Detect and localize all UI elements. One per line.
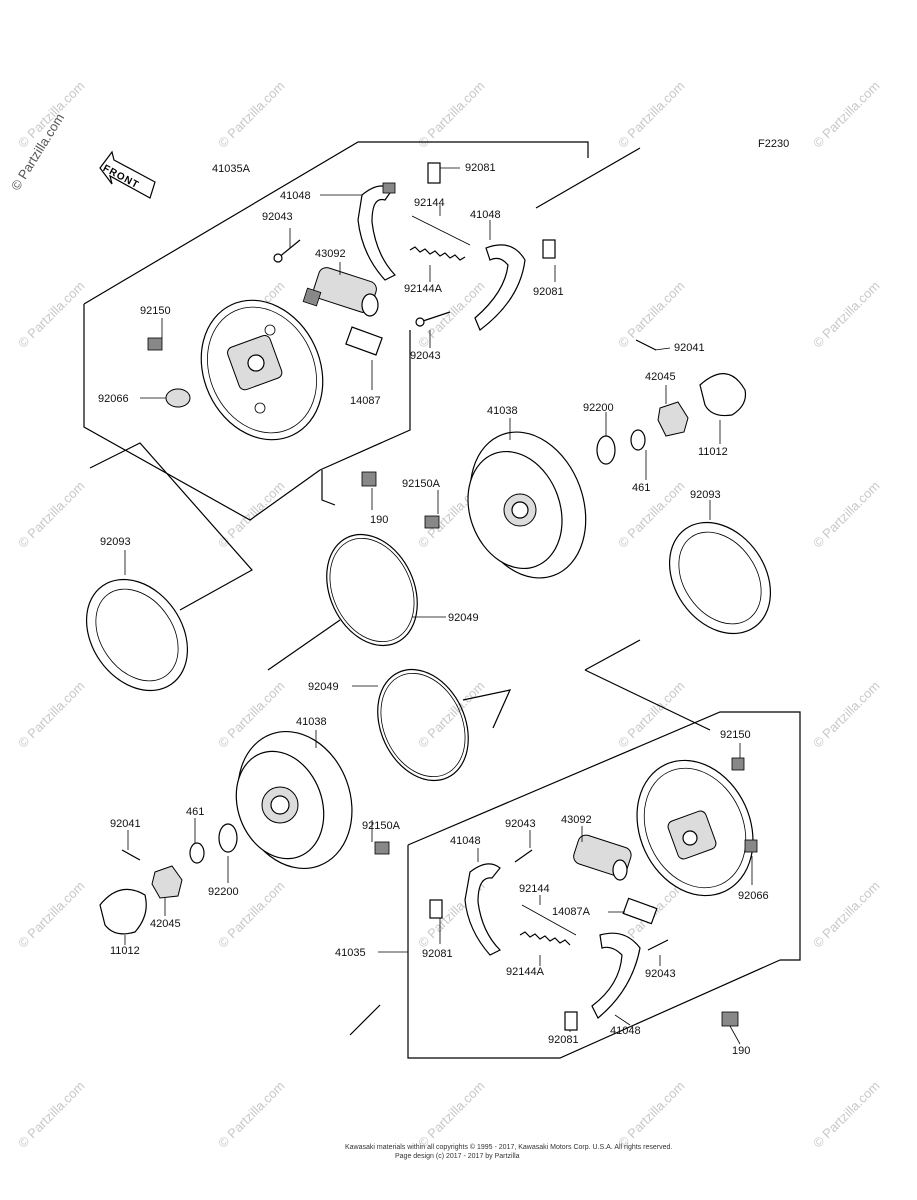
footer-copyright-line2: Page design (c) 2017 - 2017 by Partzilla [395, 1153, 520, 1160]
part-label-41035A[interactable]: 41035A [212, 163, 250, 175]
pin-92043-d [647, 939, 669, 951]
clip-92081-d [564, 1011, 578, 1031]
part-label-41035[interactable]: 41035 [335, 947, 366, 959]
cap-11012-a [699, 373, 747, 417]
figure-code: F2230 [758, 138, 790, 150]
brake-shoe-upper-right [474, 244, 526, 331]
spring-92144-lower [521, 904, 577, 936]
part-label-92144A[interactable]: 92144A [506, 966, 544, 978]
part-label-92150[interactable]: 92150 [140, 305, 171, 317]
part-label-92043[interactable]: 92043 [645, 968, 676, 980]
part-label-92144A[interactable]: 92144A [404, 283, 442, 295]
o-ring-92049-a [326, 533, 418, 647]
part-label-92150[interactable]: 92150 [720, 729, 751, 741]
part-label-11012[interactable]: 11012 [698, 446, 728, 458]
pin-92043-c [514, 849, 533, 863]
cotter-pin-92041-a [635, 339, 657, 351]
plate-14087A [622, 897, 658, 925]
part-label-92200[interactable]: 92200 [583, 402, 614, 414]
part-label-41038[interactable]: 41038 [296, 716, 327, 728]
part-label-461[interactable]: 461 [632, 482, 651, 494]
part-label-42045[interactable]: 42045 [645, 371, 676, 383]
seal-92093-right [668, 521, 772, 635]
part-label-92066[interactable]: 92066 [98, 393, 129, 405]
part-label-92081[interactable]: 92081 [533, 286, 564, 298]
part-label-43092[interactable]: 43092 [561, 814, 592, 826]
washer-92200-b [218, 823, 238, 853]
brake-panel-upper [200, 299, 324, 441]
clip-92081-c [429, 899, 443, 919]
part-label-92043[interactable]: 92043 [410, 350, 441, 362]
part-label-41048[interactable]: 41048 [470, 209, 501, 221]
part-label-92043[interactable]: 92043 [505, 818, 536, 830]
lock-461-b [189, 842, 205, 864]
cotter-pin-92041-b [121, 849, 141, 861]
spring-92144-upper [411, 215, 471, 246]
part-label-41048[interactable]: 41048 [610, 1025, 641, 1037]
plate-14087 [345, 326, 383, 356]
bolt-190-b [721, 1011, 739, 1027]
part-label-92200[interactable]: 92200 [208, 886, 239, 898]
front-arrow-icon [99, 150, 156, 199]
clip-92081-a [427, 162, 441, 184]
lock-461-a [630, 429, 646, 451]
spring-92144A-lower [519, 931, 571, 946]
bolt-92150-b [731, 757, 745, 771]
part-label-92043[interactable]: 92043 [262, 211, 293, 223]
bolt-92150-a [147, 337, 163, 351]
part-label-41048[interactable]: 41048 [450, 835, 481, 847]
brake-shoe-lower-left [464, 863, 502, 956]
part-label-42045[interactable]: 42045 [150, 918, 181, 930]
part-label-92144[interactable]: 92144 [414, 197, 445, 209]
clip-92081-b [542, 239, 556, 259]
seal-92093-left [85, 578, 189, 692]
nut-42045-a [657, 401, 689, 437]
brake-drum-upper [467, 431, 587, 579]
part-label-92081[interactable]: 92081 [548, 1034, 579, 1046]
part-label-92093[interactable]: 92093 [690, 489, 721, 501]
part-label-92081[interactable]: 92081 [422, 948, 453, 960]
part-label-92093[interactable]: 92093 [100, 536, 131, 548]
cap-11012-b [99, 888, 147, 935]
bolt-92150A-a [424, 515, 440, 529]
part-label-190[interactable]: 190 [370, 514, 389, 526]
part-label-92041[interactable]: 92041 [110, 818, 141, 830]
wheel-cylinder-upper [302, 267, 379, 317]
bolt-92150A-b [374, 841, 390, 855]
part-label-92041[interactable]: 92041 [674, 342, 705, 354]
part-label-190[interactable]: 190 [732, 1045, 751, 1057]
footer-copyright-line1: Kawasaki materials within all copyrights… [345, 1144, 673, 1151]
part-label-14087[interactable]: 14087 [350, 395, 381, 407]
part-label-92150A[interactable]: 92150A [402, 478, 440, 490]
part-label-92150A[interactable]: 92150A [362, 820, 400, 832]
part-label-461[interactable]: 461 [186, 806, 205, 818]
brake-drum-lower [235, 730, 353, 870]
part-label-41048[interactable]: 41048 [280, 190, 311, 202]
o-ring-92049-b [377, 668, 469, 782]
part-label-92049[interactable]: 92049 [308, 681, 339, 693]
part-label-41038[interactable]: 41038 [487, 405, 518, 417]
plug-92066-b [744, 839, 758, 853]
nut-42045-b [151, 865, 183, 899]
part-label-11012[interactable]: 11012 [110, 945, 140, 957]
bolt-190-a [361, 471, 377, 487]
pin-92043-a [277, 239, 301, 259]
plug-92066-a [165, 388, 191, 408]
part-label-92144[interactable]: 92144 [519, 883, 550, 895]
part-label-92049[interactable]: 92049 [448, 612, 479, 624]
spring-92144A-upper [409, 246, 466, 261]
wheel-cylinder-lower [573, 834, 632, 881]
brake-shoe-upper-left [357, 182, 396, 281]
pin-92043-b [419, 311, 451, 323]
part-label-14087A[interactable]: 14087A [552, 906, 590, 918]
brake-panel-lower [636, 759, 754, 897]
part-label-92066[interactable]: 92066 [738, 890, 769, 902]
part-label-92081[interactable]: 92081 [465, 162, 496, 174]
brake-shoe-lower-right [591, 932, 641, 1019]
part-label-43092[interactable]: 43092 [315, 248, 346, 260]
washer-92200-a [596, 435, 616, 465]
